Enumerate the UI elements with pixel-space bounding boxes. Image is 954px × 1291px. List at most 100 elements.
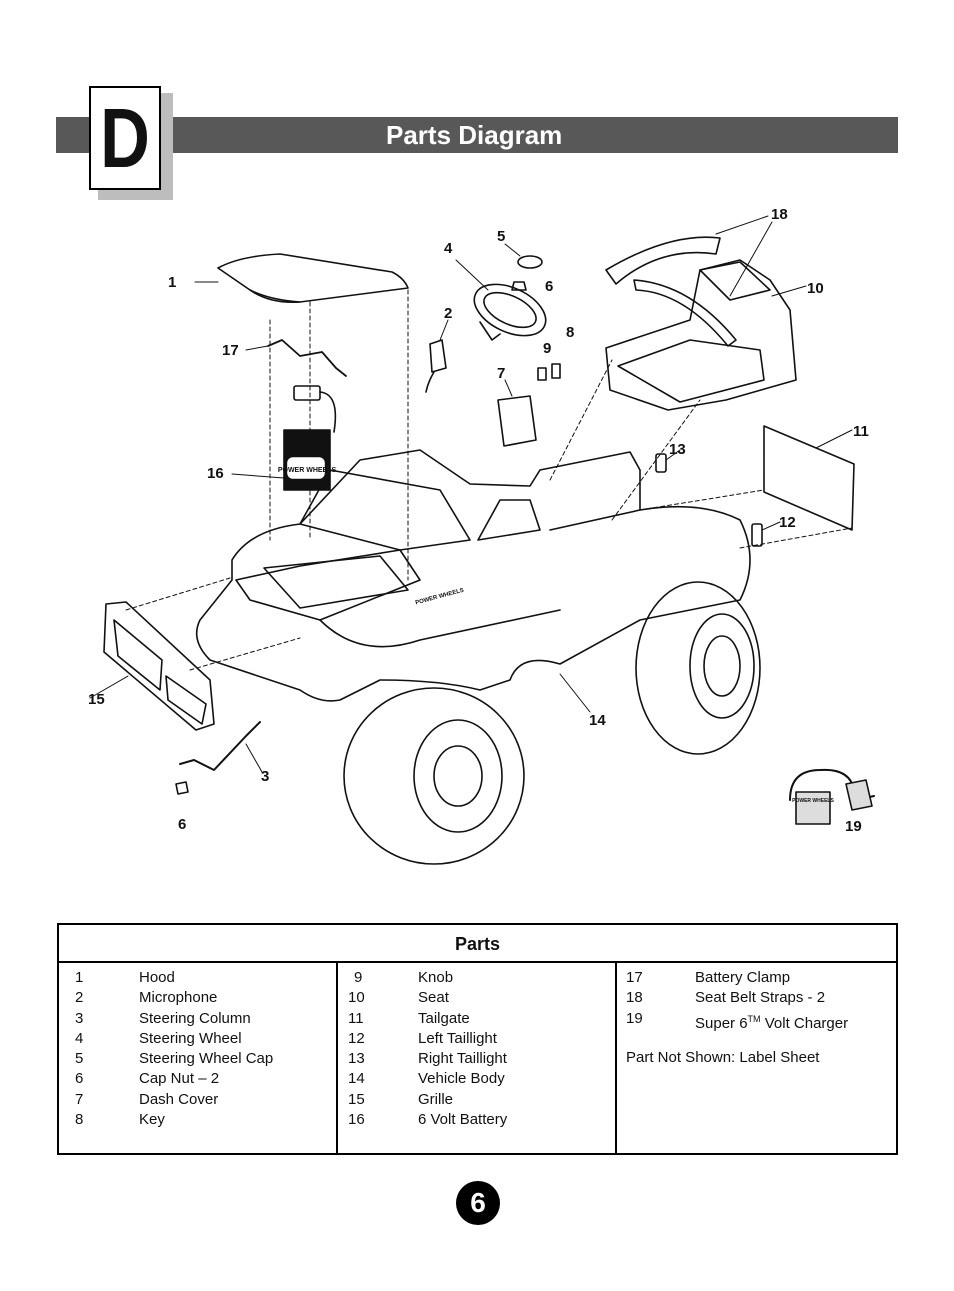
part-row: 1 Hood [75,968,335,988]
part-number: 4 [75,1030,84,1047]
front-wheel [343,687,525,865]
callout-8: 8 [566,324,575,341]
hood-part [217,253,409,304]
dash-cover-part [497,395,537,447]
callout-9: 9 [543,340,552,357]
part-number: 13 [348,1050,365,1067]
callout-18: 18 [771,206,788,223]
callout-15: 15 [88,691,105,708]
part-row: 8 Key [75,1110,335,1130]
part-not-shown-note: Part Not Shown: Label Sheet [626,1049,820,1066]
part-name: Super 6TM Volt Charger [695,1009,848,1034]
callout-1: 1 [168,274,177,291]
part-name: Vehicle Body [418,1070,505,1087]
callout-16: 16 [207,465,224,482]
battery-connector-part [293,385,321,401]
battery-clamp-part [267,339,347,377]
part-row: 16 6 Volt Battery [348,1110,613,1130]
part-number: 2 [75,989,84,1006]
part-row: 3 Steering Column [75,1009,335,1029]
callout-5: 5 [497,228,506,245]
vehicle-body-part [195,449,751,702]
part-number: 19 [626,1010,643,1027]
parts-diagram: POWER WHEELS POWER WHEELS POWER WHEELS [89,215,875,865]
knob-part [537,367,547,381]
part-name: Steering Column [139,1010,251,1027]
right-taillight-part [655,453,667,473]
steering-wheel-part [473,283,547,337]
part-number: 5 [75,1050,84,1067]
part-row: 19 Super 6TM Volt Charger [626,1009,894,1032]
part-number: 17 [626,969,643,986]
part-name: Grille [418,1091,454,1108]
part-name: Microphone [139,989,218,1006]
callout-10: 10 [807,280,824,297]
part-name: Key [139,1111,165,1128]
part-row: 5 Steering Wheel Cap [75,1049,335,1069]
callout-2: 2 [444,305,453,322]
part-name: Right Taillight [418,1050,507,1067]
body-badge: POWER WHEELS [415,588,465,607]
grille-part [103,601,215,731]
rear-wheel [635,581,761,755]
section-title: Parts Diagram [386,120,563,150]
key-part [551,363,561,379]
trademark-mark: TM [747,1014,761,1024]
part-number: 6 [75,1070,84,1087]
callout-3: 3 [261,768,270,785]
callout-13: 13 [669,441,686,458]
parts-table-heading: Parts [59,925,896,963]
part-number: 16 [348,1111,365,1128]
part-row: 6 Cap Nut – 2 [75,1069,335,1089]
tailgate-part [763,425,855,531]
callout-6-second: 6 [178,816,187,833]
part-number: 3 [75,1010,84,1027]
part-number: 18 [626,989,643,1006]
part-name-text: Super 6 [695,1015,748,1032]
part-row: 2 Microphone [75,988,335,1008]
battery-logo: POWER WHEELS [278,467,337,474]
part-name: Seat Belt Straps - 2 [695,989,826,1006]
part-number: 8 [75,1111,84,1128]
section-letter-box: D [89,86,161,190]
part-name: Seat [418,989,449,1006]
part-row: 7 Dash Cover [75,1090,335,1110]
part-name-text: Volt Charger [760,1015,849,1032]
part-number: 9 [354,969,363,986]
part-name: Knob [418,969,454,986]
parts-table: Parts 1 Hood 2 Microphone 3 Steering Column… [57,923,898,1155]
callout-4: 4 [444,240,453,257]
callout-19: 19 [845,818,862,835]
part-name: 6 Volt Battery [418,1111,508,1128]
part-row: 18 Seat Belt Straps - 2 [626,988,894,1008]
part-name: Left Taillight [418,1030,497,1047]
part-number: 7 [75,1091,84,1108]
callout-17: 17 [222,342,239,359]
callout-11: 11 [853,423,869,440]
charger-logo: POWER WHEELS [792,798,834,804]
callout-6: 6 [545,278,554,295]
part-name: Steering Wheel Cap [139,1050,274,1067]
part-number: 15 [348,1091,365,1108]
section-header-bar [56,117,898,153]
steering-column-part [179,721,261,771]
part-name: Hood [139,969,175,986]
callout-14: 14 [589,712,606,729]
seat-part [605,259,797,411]
steering-wheel-cap-part [517,255,543,269]
part-row: 15 Grille [348,1090,613,1110]
part-name: Tailgate [418,1010,470,1027]
part-number: 1 [75,969,84,986]
part-number: 10 [348,989,365,1006]
left-taillight-part [751,523,763,547]
part-name: Cap Nut – 2 [139,1070,220,1087]
cap-nut-part [511,281,527,291]
callout-7: 7 [497,365,506,382]
part-name: Dash Cover [139,1091,219,1108]
